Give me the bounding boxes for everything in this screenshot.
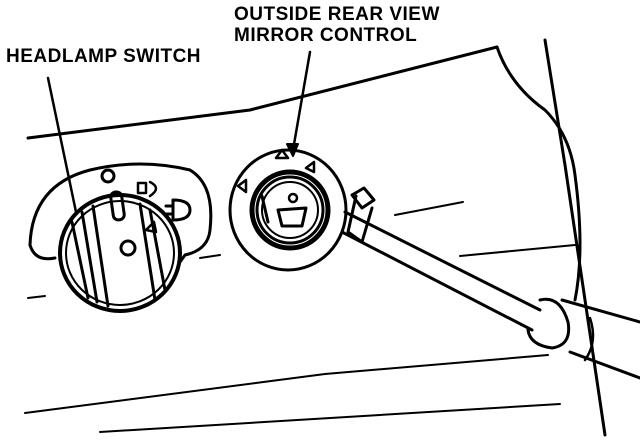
screwdriver-handle-groove	[583, 316, 595, 362]
headlamp-arrow-mark	[144, 220, 158, 234]
panel-top-edge	[26, 45, 499, 140]
park-lamp-icon	[136, 180, 158, 198]
mirror-left-arrow	[236, 178, 248, 194]
mirror-control-label-line1: OUTSIDE REAR VIEW	[234, 4, 440, 25]
screwdriver-ferrule	[526, 297, 571, 350]
mirror-control-label-line2: MIRROR CONTROL	[234, 25, 418, 46]
mirror-up-right-arrow	[304, 160, 316, 174]
screwdriver-handle	[560, 298, 640, 380]
mirror-up-arrow	[274, 148, 290, 160]
panel-short-seam-2	[199, 254, 221, 259]
panel-mid-seam-2	[459, 244, 576, 257]
mirror-control-label: OUTSIDE REAR VIEW MIRROR CONTROL	[234, 4, 440, 46]
headlamp-center-dot	[119, 239, 137, 257]
headlamp-switch	[28, 162, 213, 313]
headlamp-switch-label: HEADLAMP SWITCH	[6, 46, 202, 67]
mirror-knob-notch	[260, 194, 270, 224]
headlamp-bezel-lower	[28, 243, 57, 261]
mirror-knob-mid	[255, 175, 325, 245]
headlamp-leader-line	[46, 76, 78, 214]
headlamp-off-mark	[100, 168, 116, 184]
panel-right-edge	[543, 38, 607, 437]
screwdriver-shaft-top	[343, 210, 542, 312]
mirror-bezel	[228, 148, 348, 272]
mirror-control	[228, 148, 348, 272]
headlamp-bezel	[28, 162, 213, 264]
dashboard-panel	[24, 38, 607, 437]
headlamp-knob-rim	[65, 200, 175, 306]
mirror-leader-line	[291, 50, 312, 152]
panel-bottom-edge	[99, 403, 561, 433]
mirror-leader-arrowhead	[286, 143, 299, 157]
panel-short-seam	[27, 295, 46, 299]
panel-right-curve	[495, 45, 582, 302]
headlamp-pointer	[109, 190, 126, 222]
panel-mid-seam	[394, 201, 464, 216]
mirror-icon	[276, 206, 308, 228]
mirror-knob-outer	[249, 169, 331, 251]
screwdriver	[340, 186, 640, 380]
screwdriver-tip	[350, 186, 376, 210]
mirror-knob-inner	[261, 181, 319, 239]
screwdriver-shaft-bottom	[340, 230, 534, 332]
panel-lower-edge	[24, 354, 549, 414]
mirror-select-dot	[287, 192, 299, 204]
